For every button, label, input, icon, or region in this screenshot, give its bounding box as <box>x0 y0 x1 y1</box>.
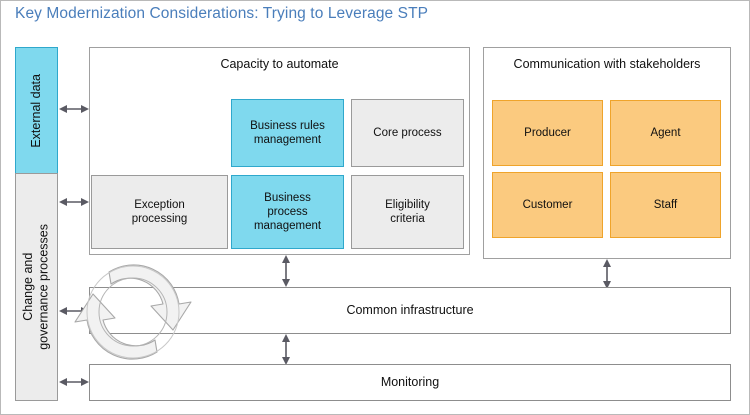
capacity-to-automate-title: Capacity to automate <box>220 57 339 71</box>
external-data-label: External data <box>28 73 43 148</box>
business-process-management-box[interactable]: Business process management <box>231 175 344 249</box>
governance-processes-label: Change and governance processes <box>20 224 51 350</box>
producer-box[interactable]: Producer <box>492 100 603 166</box>
monitoring-bar[interactable]: Monitoring <box>89 364 731 401</box>
arrow-governance-to-capacity <box>59 195 89 209</box>
page-title: Key Modernization Considerations: Trying… <box>15 5 429 22</box>
business-rules-management-box[interactable]: Business rules management <box>231 99 344 167</box>
arrow-governance-to-infrastructure <box>59 304 89 318</box>
exception-processing-box[interactable]: Exception processing <box>91 175 228 249</box>
external-data-box[interactable]: External data <box>15 47 58 174</box>
communication-panel-title: Communication with stakeholders <box>513 57 701 71</box>
arrow-communication-to-infrastructure <box>600 259 614 289</box>
staff-box[interactable]: Staff <box>610 172 721 238</box>
arrow-external-to-capacity <box>59 102 89 116</box>
arrow-governance-to-monitoring <box>59 375 89 389</box>
arrow-infrastructure-to-monitoring <box>279 334 293 365</box>
governance-processes-box[interactable]: Change and governance processes <box>15 173 58 401</box>
agent-box[interactable]: Agent <box>610 100 721 166</box>
eligibility-criteria-box[interactable]: Eligibility criteria <box>351 175 464 249</box>
common-infrastructure-bar[interactable]: Common infrastructure <box>89 287 731 334</box>
core-process-box[interactable]: Core process <box>351 99 464 167</box>
arrow-capacity-to-infrastructure <box>279 255 293 287</box>
customer-box[interactable]: Customer <box>492 172 603 238</box>
